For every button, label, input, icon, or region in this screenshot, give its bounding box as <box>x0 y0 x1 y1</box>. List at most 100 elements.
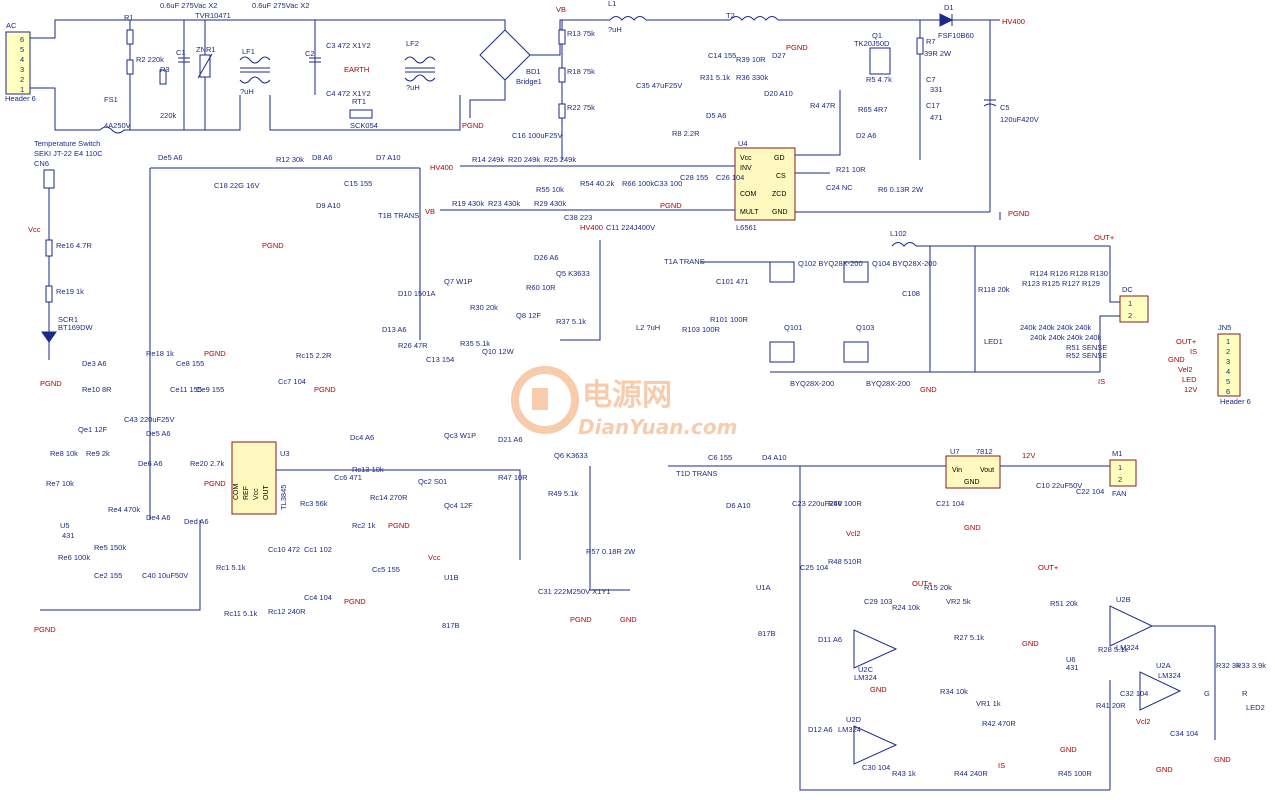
svg-text:IS: IS <box>998 761 1005 770</box>
svg-text:Vcl2: Vcl2 <box>846 529 861 538</box>
svg-text:331: 331 <box>930 85 943 94</box>
svg-text:L2 ?uH: L2 ?uH <box>636 323 660 332</box>
svg-text:R5 4.7k: R5 4.7k <box>866 75 892 84</box>
svg-text:Q104 BYQ28X-200: Q104 BYQ28X-200 <box>872 259 937 268</box>
svg-text:C16 100uF25V: C16 100uF25V <box>512 131 562 140</box>
svg-text:BYQ28X-200: BYQ28X-200 <box>866 379 910 388</box>
svg-text:R18 75k: R18 75k <box>567 67 595 76</box>
svg-text:TK20J50D: TK20J50D <box>854 39 890 48</box>
svg-text:R27 5.1k: R27 5.1k <box>954 633 984 642</box>
svg-text:Re10 8R: Re10 8R <box>82 385 112 394</box>
svg-text:Re8 10k: Re8 10k <box>50 449 78 458</box>
svg-text:U1A: U1A <box>756 583 771 592</box>
svg-text:C40 10uF50V: C40 10uF50V <box>142 571 188 580</box>
svg-text:R28 5.1k: R28 5.1k <box>1098 645 1128 654</box>
svg-text:2: 2 <box>1226 347 1230 356</box>
svg-text:Vel2: Vel2 <box>1178 365 1193 374</box>
svg-text:IS: IS <box>1098 377 1105 386</box>
svg-text:Qc3 W1P: Qc3 W1P <box>444 431 476 440</box>
svg-text:R66 100k: R66 100k <box>622 179 654 188</box>
svg-text:C14 155: C14 155 <box>708 51 736 60</box>
svg-text:Re4 470k: Re4 470k <box>108 505 140 514</box>
svg-text:De5 A6: De5 A6 <box>146 429 171 438</box>
svg-text:2: 2 <box>1118 475 1122 484</box>
svg-text:R30 20k: R30 20k <box>470 303 498 312</box>
svg-text:1: 1 <box>1118 463 1122 472</box>
svg-text:C3 472 X1Y2: C3 472 X1Y2 <box>326 41 371 50</box>
svg-text:FS1: FS1 <box>104 95 118 104</box>
svg-text:Re20 2.7k: Re20 2.7k <box>190 459 224 468</box>
svg-text:Rc12 240R: Rc12 240R <box>268 607 306 616</box>
svg-text:MULT: MULT <box>740 209 759 216</box>
svg-text:D13 A6: D13 A6 <box>382 325 407 334</box>
svg-text:C33 100: C33 100 <box>654 179 682 188</box>
svg-text:R51 SENSE: R51 SENSE <box>1066 343 1107 352</box>
pfc-stage: VB L1 ?uH T2 D1 FSF10B60 HV400 C5 120uF4… <box>512 0 1039 220</box>
svg-text:Re19 1k: Re19 1k <box>56 287 84 296</box>
svg-text:GND: GND <box>1168 355 1185 364</box>
svg-text:D6 A10: D6 A10 <box>726 501 751 510</box>
jn5-connector: JN5 Header 6 OUT+ IS GND Vel2 LED 12V 1 … <box>1168 323 1251 406</box>
svg-text:U4: U4 <box>738 139 748 148</box>
svg-text:LM324: LM324 <box>838 725 861 734</box>
svg-text:D4 A10: D4 A10 <box>762 453 787 462</box>
svg-text:T1B TRANS: T1B TRANS <box>378 211 419 220</box>
svg-text:C101 471: C101 471 <box>716 277 749 286</box>
svg-text:VR2 5k: VR2 5k <box>946 597 971 606</box>
svg-text:BYQ28X-200: BYQ28X-200 <box>790 379 834 388</box>
svg-text:OUT+: OUT+ <box>1038 563 1059 572</box>
svg-text:TVR10471: TVR10471 <box>195 11 231 20</box>
svg-text:C34 104: C34 104 <box>1170 729 1198 738</box>
svg-text:1: 1 <box>20 85 24 94</box>
svg-text:ZNR1: ZNR1 <box>196 45 216 54</box>
svg-text:U7: U7 <box>950 447 960 456</box>
svg-text:D27: D27 <box>772 51 786 60</box>
svg-text:G: G <box>1204 689 1210 698</box>
svg-text:TL3845: TL3845 <box>279 485 288 510</box>
svg-text:INV: INV <box>740 165 752 172</box>
svg-text:C15 155: C15 155 <box>344 179 372 188</box>
svg-text:Q6 K3633: Q6 K3633 <box>554 451 588 460</box>
svg-text:R65 4R7: R65 4R7 <box>858 105 888 114</box>
svg-text:Q8 12F: Q8 12F <box>516 311 541 320</box>
svg-text:VB: VB <box>425 207 435 216</box>
svg-text:R12 30k: R12 30k <box>276 155 304 164</box>
svg-text:C1: C1 <box>176 48 186 57</box>
svg-text:GND: GND <box>772 209 788 216</box>
svg-text:VR1 1k: VR1 1k <box>976 699 1001 708</box>
svg-text:R47 10R: R47 10R <box>498 473 528 482</box>
svg-text:GND: GND <box>1060 745 1077 754</box>
svg-text:Cc6 471: Cc6 471 <box>334 473 362 482</box>
svg-text:COM: COM <box>233 484 240 501</box>
svg-text:VB: VB <box>556 5 566 14</box>
svg-text:C32 104: C32 104 <box>1120 689 1148 698</box>
svg-text:R60 10R: R60 10R <box>526 283 556 292</box>
svg-text:D2 A6: D2 A6 <box>856 131 876 140</box>
svg-text:Rc15 2.2R: Rc15 2.2R <box>296 351 332 360</box>
svg-text:Vcl2: Vcl2 <box>1136 717 1151 726</box>
svg-text:LM324: LM324 <box>1116 643 1139 652</box>
svg-text:PGND: PGND <box>262 241 284 250</box>
svg-text:R41 20R: R41 20R <box>1096 701 1126 710</box>
watermark-en: DianYuan.com <box>578 415 737 439</box>
svg-text:4: 4 <box>20 55 24 64</box>
svg-text:DC: DC <box>1122 285 1133 294</box>
svg-text:6: 6 <box>1226 387 1230 396</box>
svg-text:R3: R3 <box>160 65 170 74</box>
svg-text:C108: C108 <box>902 289 920 298</box>
svg-text:C22 104: C22 104 <box>1076 487 1104 496</box>
svg-text:C29 103: C29 103 <box>864 597 892 606</box>
svg-text:D10 1501A: D10 1501A <box>398 289 436 298</box>
svg-text:R20 249k: R20 249k <box>508 155 540 164</box>
svg-text:0.6uF 275Vac X2: 0.6uF 275Vac X2 <box>252 1 309 10</box>
svg-text:PGND: PGND <box>344 597 366 606</box>
svg-text:D5 A6: D5 A6 <box>706 111 726 120</box>
svg-text:4: 4 <box>1226 367 1230 376</box>
svg-text:R6 0.13R 2W: R6 0.13R 2W <box>878 185 924 194</box>
svg-text:Cc7 104: Cc7 104 <box>278 377 306 386</box>
svg-text:HV400: HV400 <box>430 163 453 172</box>
svg-text:240k 240k 240k 240k: 240k 240k 240k 240k <box>1020 323 1092 332</box>
svg-text:Re5 150k: Re5 150k <box>94 543 126 552</box>
pfc-sense-network: HV400 R14 249k R20 249k R25 249k VB R19 … <box>425 155 744 222</box>
svg-text:D11 A6: D11 A6 <box>818 635 842 644</box>
